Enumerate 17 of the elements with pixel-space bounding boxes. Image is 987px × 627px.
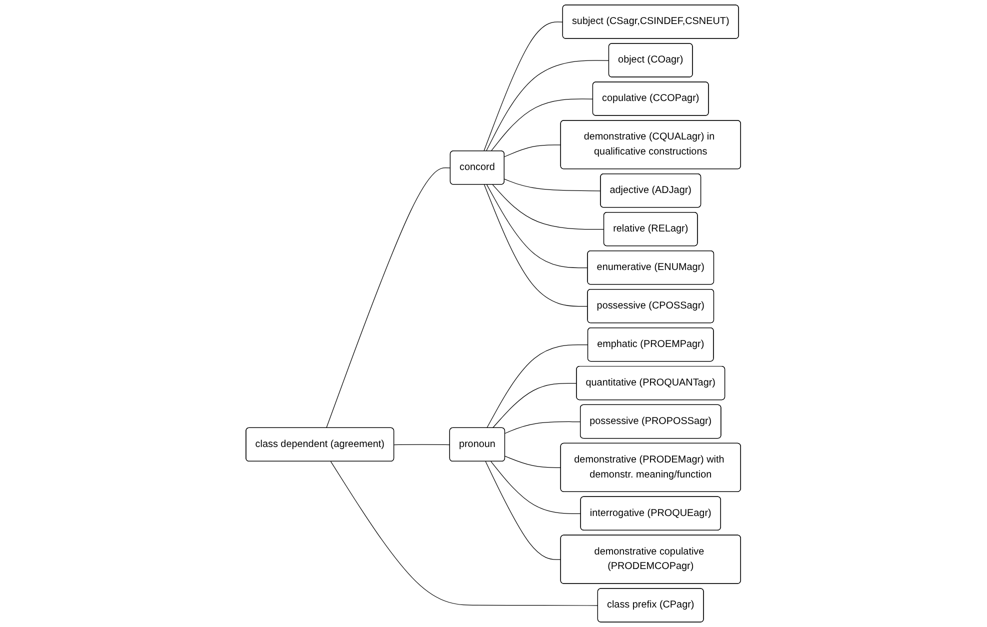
connector — [504, 144, 562, 158]
connector — [326, 168, 452, 428]
connector — [490, 98, 594, 152]
connector — [484, 22, 564, 152]
connector — [504, 456, 562, 468]
connector — [484, 184, 588, 307]
connector — [486, 60, 610, 152]
connector — [486, 344, 589, 428]
connector — [492, 184, 605, 230]
connector — [504, 421, 582, 434]
connector — [486, 184, 588, 268]
connector — [504, 178, 602, 192]
connector — [330, 461, 599, 606]
connector — [486, 461, 562, 560]
connector — [394, 444, 450, 446]
connector — [492, 382, 578, 428]
connector — [490, 461, 582, 514]
